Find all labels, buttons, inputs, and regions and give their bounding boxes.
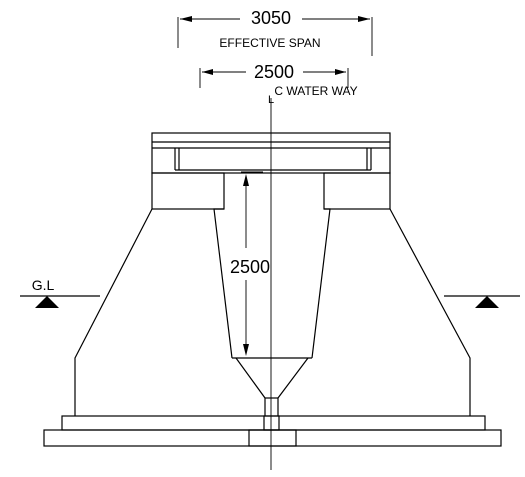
funnel-left [235,357,266,416]
effective-span-value: 3050 [251,8,291,28]
central-drain-block [263,415,280,431]
left-abutment-face [74,208,153,416]
deck-slab-outline [151,132,391,174]
right-abutment-cap [323,172,391,210]
water-way-arrow-left [202,69,213,75]
effective-span-label: EFFECTIVE SPAN [219,36,320,50]
ground-level-left: G.L [20,277,100,308]
ground-level-marker-left [35,296,59,308]
central-pad [248,429,297,447]
ground-level-label: G.L [32,277,55,293]
effective-span-arrow-left [180,16,192,22]
ground-level-marker-right [475,296,499,308]
left-abutment-inner-face [213,208,233,359]
water-way-label: C WATER WAY [274,84,357,98]
deck-slab [151,132,391,174]
right-abutment-inner-face [311,208,331,359]
effective-span-dimension: 3050 EFFECTIVE SPAN [177,8,373,56]
water-way-arrow-right [335,69,346,75]
height-arrow-top [243,174,249,186]
water-way-value: 2500 [254,62,294,82]
height-dimension: 2500 [230,171,270,356]
height-value: 2500 [230,257,270,277]
foundation-upper-layer [61,415,486,431]
funnel-right [277,357,309,416]
height-arrow-bottom [243,344,249,356]
effective-span-arrow-right [358,16,370,22]
right-abutment-face [389,208,471,416]
foundation-lower-layer [43,429,502,447]
water-way-dimension: 2500 C WATER WAY L [199,62,358,106]
left-abutment-cap [151,172,225,210]
ground-level-right [444,295,520,308]
